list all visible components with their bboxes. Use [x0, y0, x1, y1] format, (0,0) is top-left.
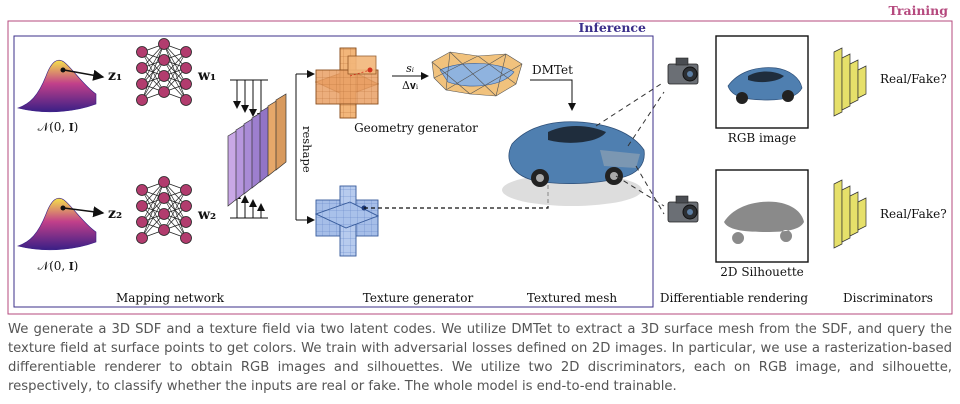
dv-label: Δ𝐯ᵢ — [402, 79, 419, 92]
feature-stack — [227, 93, 287, 207]
inference-label: Inference — [579, 20, 647, 35]
inference-frame — [13, 35, 654, 308]
discriminators-label: Discriminators — [843, 291, 933, 305]
z1-label: 𝐳₁ — [108, 68, 122, 84]
camera-top-icon — [667, 57, 699, 85]
reshape-label: reshape — [300, 126, 314, 173]
mapping-network-label: Mapping network — [116, 291, 225, 305]
dist-top-label: 𝒩(0, 𝐈) — [38, 120, 79, 134]
mlp-bottom — [136, 176, 192, 244]
gaussian-top — [16, 59, 97, 113]
geometry-generator-label: Geometry generator — [354, 121, 478, 135]
disc-bottom-output: Real/Fake? — [880, 207, 947, 221]
pipeline-diagram: Training Inference 𝒩(0, 𝐈) 𝐳₁ 𝒩(0, 𝐈) 𝐳₂… — [7, 3, 953, 315]
reshape-bracket — [295, 70, 315, 224]
sample-arrow-top — [63, 69, 105, 81]
dist-bottom-label: 𝒩(0, 𝐈) — [38, 259, 79, 273]
camera-rays — [595, 81, 665, 215]
rgb-image-label: RGB image — [728, 131, 796, 145]
discriminator-top — [833, 47, 867, 117]
discriminator-bottom — [833, 179, 867, 249]
gaussian-bottom — [16, 197, 97, 251]
camera-bottom-icon — [667, 195, 699, 223]
geometry-triplane — [314, 47, 379, 119]
diff-rendering-label: Differentiable rendering — [660, 291, 809, 305]
w1-label: 𝐰₁ — [197, 68, 216, 84]
disc-top-output: Real/Fake? — [880, 72, 947, 86]
mlp-top — [136, 38, 192, 106]
textured-mesh-label: Textured mesh — [527, 291, 617, 305]
figure-caption: We generate a 3D SDF and a texture field… — [8, 322, 952, 394]
style-arrows-bottom — [230, 191, 268, 219]
s-label: sᵢ — [406, 62, 414, 75]
texture-generator-label: Texture generator — [363, 291, 474, 305]
tet-grid — [431, 51, 523, 97]
z2-label: 𝐳₂ — [108, 206, 122, 222]
dmtet-label: DMTet — [532, 63, 573, 77]
texture-query-arrow — [364, 148, 553, 209]
pipeline-figure: Training Inference 𝒩(0, 𝐈) 𝐳₁ 𝒩(0, 𝐈) 𝐳₂… — [7, 3, 953, 315]
rgb-car — [727, 67, 803, 104]
training-frame — [7, 20, 953, 315]
silhouette-shape — [724, 201, 804, 244]
sample-arrow-bottom — [63, 206, 105, 218]
dmtet-arrow — [530, 79, 576, 111]
textured-car — [502, 121, 645, 206]
training-label: Training — [889, 3, 949, 18]
w2-label: 𝐰₂ — [197, 207, 216, 223]
texture-triplane — [314, 185, 379, 257]
silhouette-label: 2D Silhouette — [720, 265, 804, 279]
